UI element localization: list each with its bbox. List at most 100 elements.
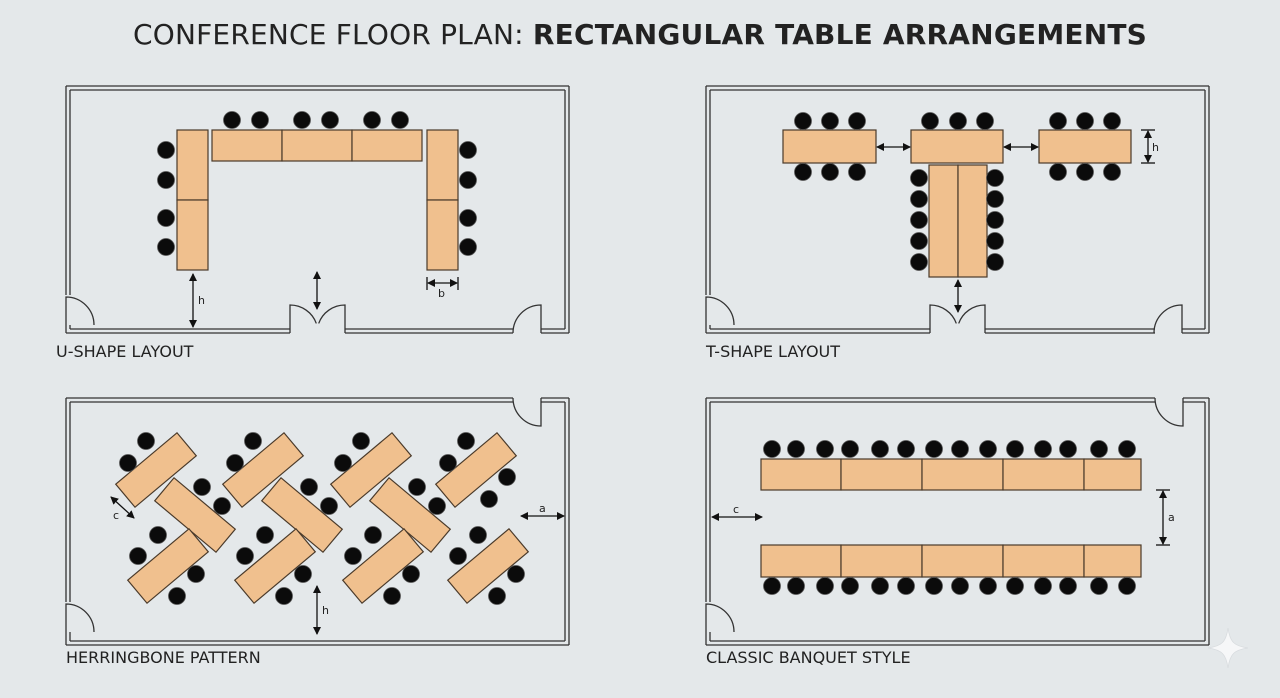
table <box>1002 458 1085 491</box>
chair-icon <box>226 454 244 472</box>
chair-icon <box>1006 440 1024 458</box>
chair-icon <box>979 440 997 458</box>
chair-icon <box>236 547 254 565</box>
table <box>233 527 317 605</box>
chair-icon <box>157 171 175 189</box>
chair-icon <box>469 526 487 544</box>
chair-icon <box>480 490 498 508</box>
chair-icon <box>910 190 928 208</box>
table <box>426 129 459 201</box>
herringbone-label: HERRINGBONE PATTERN <box>66 648 261 667</box>
door-icon <box>512 397 542 427</box>
door-icon <box>512 304 542 334</box>
chair-icon <box>976 112 994 130</box>
chair-icon <box>794 112 812 130</box>
table <box>176 199 209 271</box>
chair-icon <box>488 587 506 605</box>
table <box>176 129 209 201</box>
chair-icon <box>256 526 274 544</box>
chair-icon <box>408 478 426 496</box>
chair-icon <box>986 169 1004 187</box>
table <box>126 527 210 605</box>
title-prefix: CONFERENCE FLOOR PLAN: <box>132 18 533 51</box>
chair-icon <box>1059 440 1077 458</box>
chair-icon <box>816 577 834 595</box>
chair-icon <box>848 112 866 130</box>
table <box>1002 544 1085 578</box>
chair-icon <box>1059 577 1077 595</box>
chair-icon <box>841 440 859 458</box>
table <box>434 431 518 509</box>
table <box>329 431 413 509</box>
chair-icon <box>251 111 269 129</box>
chair-icon <box>921 112 939 130</box>
chair-icon <box>507 565 525 583</box>
chair-icon <box>910 211 928 229</box>
banquet-label: CLASSIC BANQUET STYLE <box>706 648 911 667</box>
door-icon <box>1153 304 1183 334</box>
table <box>341 527 425 605</box>
door-icon <box>705 603 735 633</box>
u-b-label: b <box>438 287 445 300</box>
table <box>211 129 283 162</box>
chair-icon <box>897 577 915 595</box>
chair-icon <box>841 577 859 595</box>
chair-icon <box>979 577 997 595</box>
chair-icon <box>986 253 1004 271</box>
chair-icon <box>951 577 969 595</box>
t-shape-label: T-SHAPE LAYOUT <box>706 342 841 361</box>
chair-icon <box>763 440 781 458</box>
chair-icon <box>364 526 382 544</box>
chair-icon <box>321 111 339 129</box>
chair-icon <box>149 526 167 544</box>
door-icon <box>705 296 735 326</box>
chair-icon <box>293 111 311 129</box>
chair-icon <box>986 232 1004 250</box>
t-h-label: h <box>1152 141 1159 154</box>
chair-icon <box>1034 577 1052 595</box>
chair-icon <box>910 232 928 250</box>
door-icon <box>318 304 346 333</box>
table <box>957 164 988 278</box>
u-h-label: h <box>198 294 205 307</box>
chair-icon <box>1076 112 1094 130</box>
chair-icon <box>910 169 928 187</box>
chair-icon <box>294 565 312 583</box>
chair-icon <box>925 577 943 595</box>
chair-icon <box>925 440 943 458</box>
chair-icon <box>402 565 420 583</box>
chair-icon <box>949 112 967 130</box>
chair-icon <box>459 238 477 256</box>
chair-icon <box>1118 577 1136 595</box>
table <box>153 476 237 554</box>
chair-icon <box>352 432 370 450</box>
chair-icon <box>459 171 477 189</box>
chair-icon <box>383 587 401 605</box>
chair-icon <box>787 440 805 458</box>
chair-icon <box>334 454 352 472</box>
table <box>368 476 452 554</box>
chair-icon <box>910 253 928 271</box>
table <box>426 199 459 271</box>
table <box>760 458 842 491</box>
table <box>260 476 344 554</box>
chair-icon <box>428 497 446 515</box>
table <box>351 129 423 162</box>
table <box>1083 458 1142 491</box>
chair-icon <box>1076 163 1094 181</box>
hb-a-label: a <box>539 502 546 515</box>
chair-icon <box>449 547 467 565</box>
table <box>1038 129 1132 164</box>
title-emphasis: RECTANGULAR TABLE ARRANGEMENTS <box>532 18 1148 51</box>
door-icon <box>929 304 957 333</box>
chair-icon <box>275 587 293 605</box>
chair-icon <box>439 454 457 472</box>
table <box>446 527 530 605</box>
door-icon <box>65 603 95 633</box>
chair-icon <box>363 111 381 129</box>
door-icon <box>1154 397 1184 427</box>
chair-icon <box>787 577 805 595</box>
chair-icon <box>1103 112 1121 130</box>
chair-icon <box>763 577 781 595</box>
